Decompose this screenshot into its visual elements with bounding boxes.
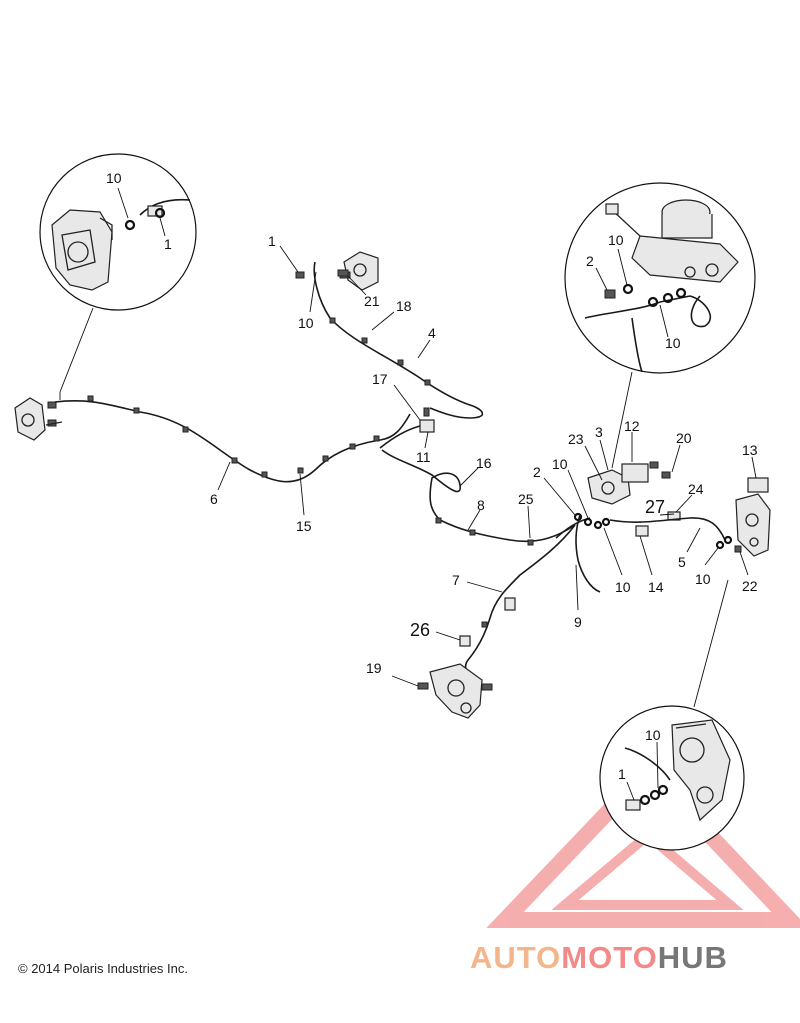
copyright-text: © 2014 Polaris Industries Inc.	[18, 961, 188, 976]
detail-circle-rear-right-caliper: 1 10	[599, 579, 745, 851]
callout-leaders	[217, 245, 757, 687]
brake-line-4	[313, 261, 484, 419]
brake-line-7	[464, 524, 576, 683]
rear-left-caliper	[417, 663, 493, 719]
callout-15: 15	[296, 518, 312, 534]
front-left-caliper	[14, 397, 63, 441]
detail-circle-master-cylinder: 2 10 10	[564, 182, 756, 469]
callout-3: 3	[595, 424, 603, 440]
callout-19: 19	[366, 660, 382, 676]
clip-bracket	[504, 597, 516, 611]
callout-18: 18	[396, 298, 412, 314]
callout-7: 7	[452, 572, 460, 588]
callout-numbers: 1 21 18 10 4 17 11 16 6 15 8 25 2 10 23 …	[210, 233, 758, 676]
callout-6: 6	[210, 491, 218, 507]
brand-part-hub: HUB	[657, 940, 728, 975]
callout-11: 11	[416, 449, 431, 465]
callout-5: 5	[678, 554, 686, 570]
callout-8: 8	[477, 497, 485, 513]
watermark-brand-text: AUTOMOTOHUB	[470, 940, 728, 976]
callout-10-top: 10	[298, 315, 314, 331]
callout-26: 26	[410, 620, 430, 640]
brake-line-6	[54, 400, 411, 483]
bracket-13	[747, 477, 769, 493]
bolt-20	[661, 471, 671, 479]
callout-27: 27	[645, 497, 665, 517]
callout-10-detail-tl: 10	[106, 170, 122, 186]
callout-20: 20	[676, 430, 692, 446]
callout-10-detail-tr-bottom: 10	[665, 335, 681, 351]
callout-21: 21	[364, 293, 380, 309]
orings-mid	[573, 512, 611, 530]
callout-10-mid: 10	[552, 456, 568, 472]
callout-10-right: 10	[695, 571, 711, 587]
callout-1-top: 1	[268, 233, 276, 249]
callout-25: 25	[518, 491, 534, 507]
callout-14: 14	[648, 579, 664, 595]
callout-2-mid: 2	[533, 464, 541, 480]
callout-10-low: 10	[615, 579, 631, 595]
rear-right-caliper	[715, 477, 771, 557]
callout-23: 23	[568, 431, 584, 447]
callout-16: 16	[476, 455, 492, 471]
detail-circle-front-left-caliper: 10 1	[39, 153, 197, 393]
callout-13: 13	[742, 442, 758, 458]
callout-10-detail-tr-top: 10	[608, 232, 624, 248]
bolt-1-top	[295, 271, 305, 279]
callout-1-detail-tl: 1	[164, 236, 172, 252]
brake-line-8	[381, 449, 576, 543]
master-cylinder-assembly	[587, 461, 681, 521]
clip-26	[459, 635, 471, 647]
clip-14	[635, 525, 649, 537]
callout-24: 24	[688, 481, 704, 497]
brake-line-9	[575, 514, 601, 593]
brand-part-auto: AUTO	[470, 940, 562, 975]
clips-15	[87, 395, 380, 478]
brand-part-moto: MOTO	[561, 940, 658, 975]
callout-9: 9	[574, 614, 582, 630]
callout-17: 17	[372, 371, 388, 387]
callout-22: 22	[742, 578, 758, 594]
brake-line-5	[609, 517, 726, 541]
pressure-switch-12	[621, 463, 649, 483]
callout-10-detail-br: 10	[645, 727, 661, 743]
bolt-21	[337, 269, 349, 277]
callout-4: 4	[428, 325, 436, 341]
callout-1-detail-br: 1	[618, 766, 626, 782]
junction-block-11	[379, 407, 435, 449]
callout-12: 12	[624, 418, 640, 434]
watermark-triangle-logo	[486, 758, 800, 928]
clips-4	[329, 317, 431, 386]
callout-2-detail-tr: 2	[586, 253, 594, 269]
